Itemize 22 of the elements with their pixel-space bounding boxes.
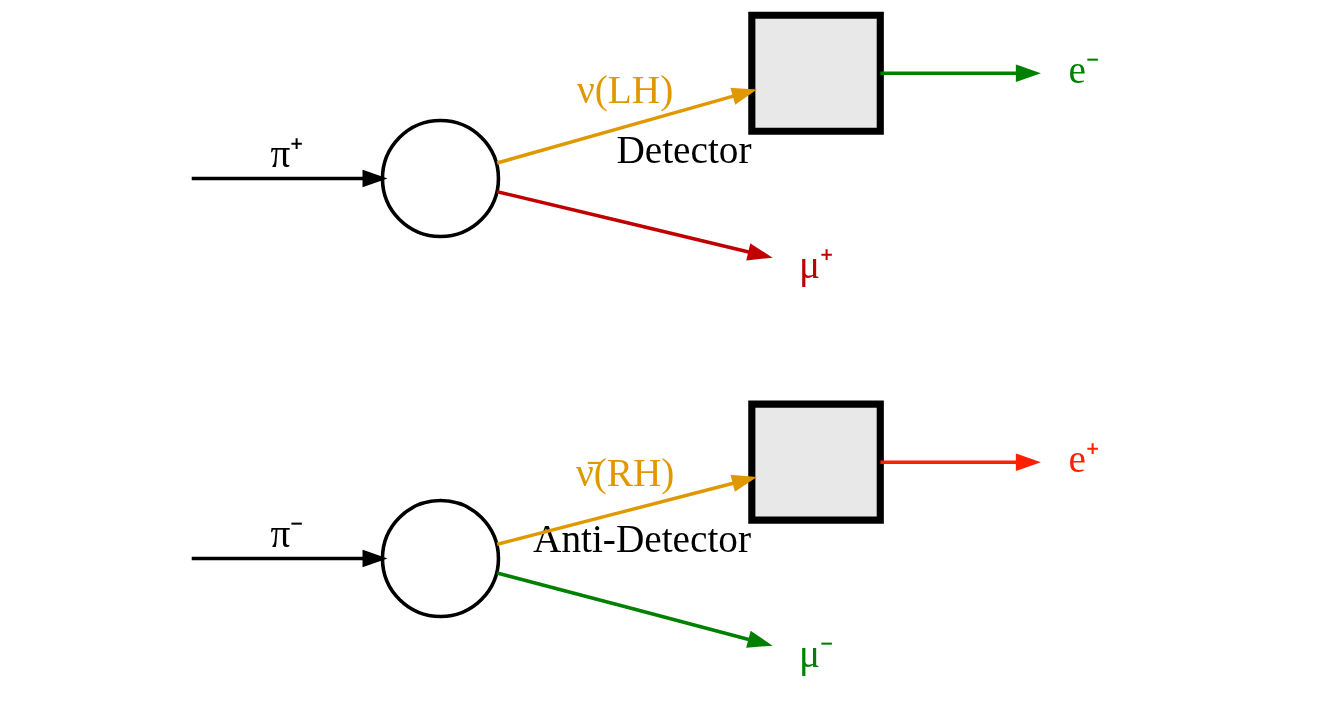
edge-label: ν̄(RH) bbox=[575, 451, 675, 495]
edge-label: π⁺ bbox=[270, 132, 304, 176]
node-box bbox=[748, 400, 884, 524]
node-text: e⁻ bbox=[1068, 48, 1099, 92]
node-label: Detector bbox=[616, 127, 752, 171]
arrow bbox=[191, 549, 388, 568]
node-circle bbox=[380, 498, 501, 619]
node-text: μ⁺ bbox=[799, 242, 834, 286]
node-label: Anti-Detector bbox=[533, 516, 752, 560]
node-circle bbox=[380, 118, 501, 239]
arrow bbox=[496, 571, 773, 648]
arrow bbox=[880, 64, 1041, 82]
arrow bbox=[496, 87, 757, 165]
node-text: e⁺ bbox=[1068, 437, 1099, 481]
arrow bbox=[880, 453, 1041, 471]
node-text: μ⁻ bbox=[799, 631, 834, 675]
arrow bbox=[496, 189, 773, 261]
arrow bbox=[191, 169, 388, 188]
edge-label: ν(LH) bbox=[577, 67, 674, 111]
arrow bbox=[496, 474, 757, 547]
edge-label: π⁻ bbox=[270, 512, 304, 556]
node-box bbox=[748, 11, 884, 135]
